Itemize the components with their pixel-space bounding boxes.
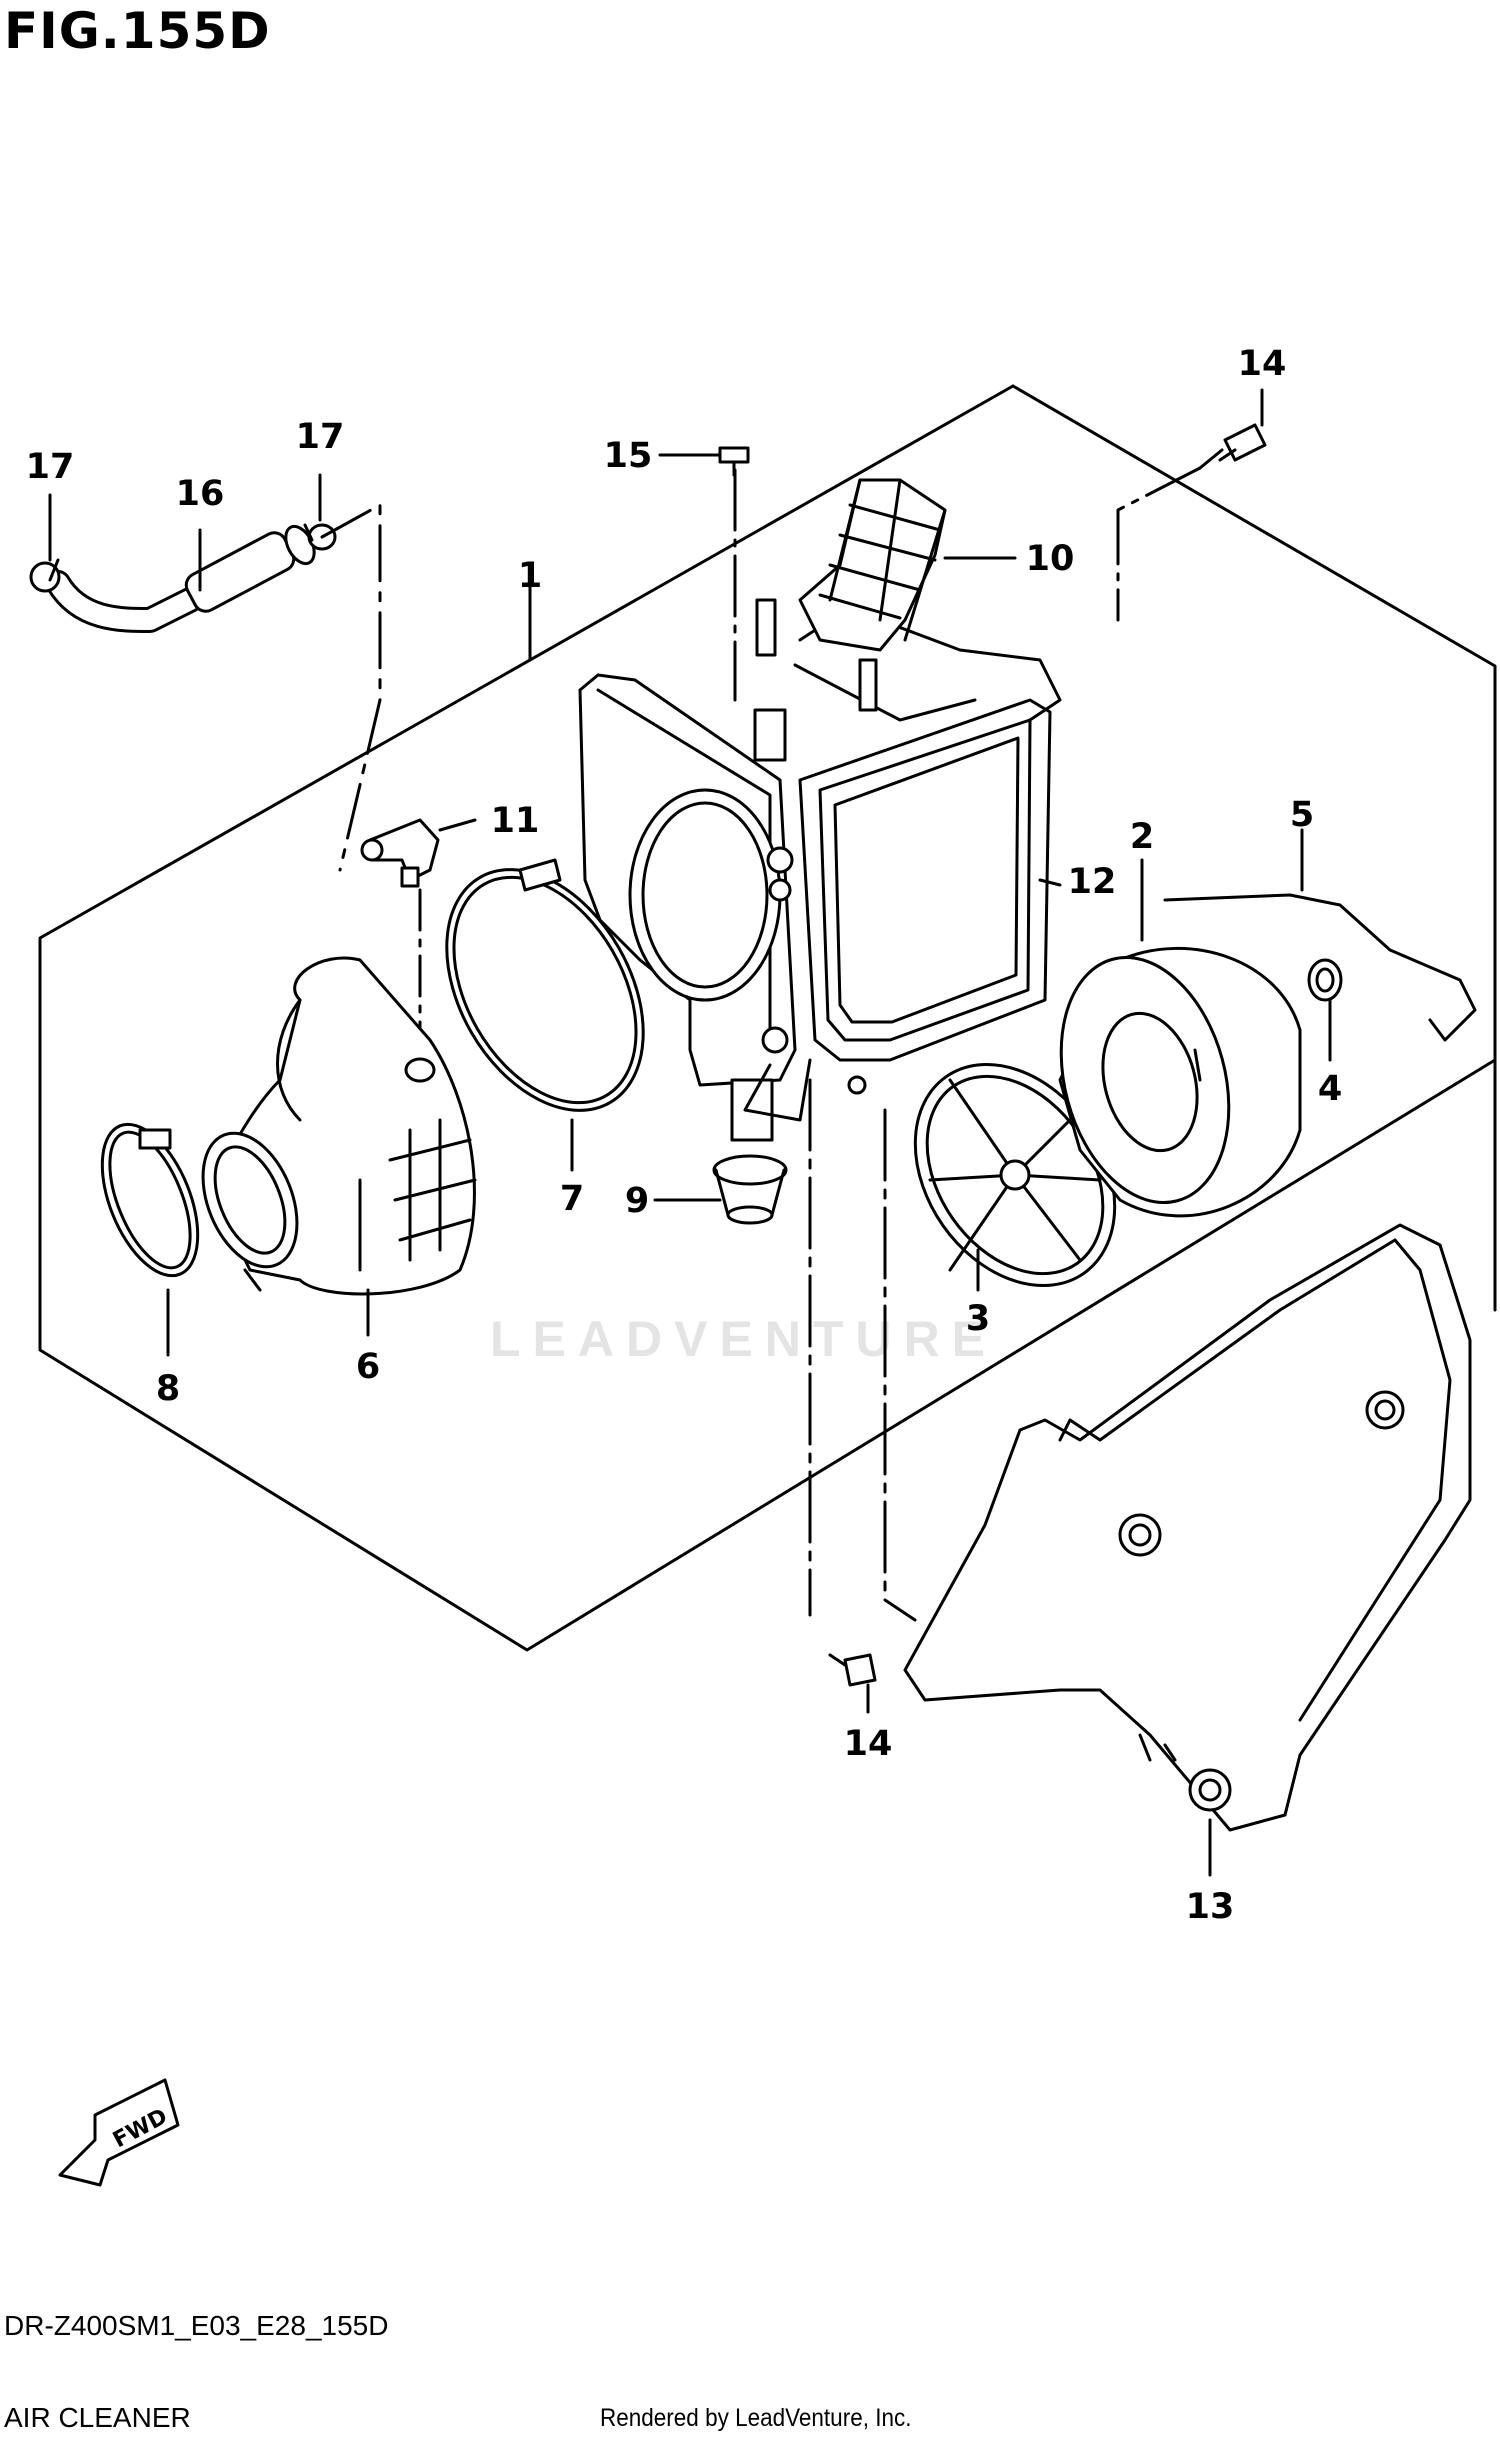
leader-lines (48, 388, 1332, 1877)
inlet-boot (201, 956, 477, 1296)
callout-17-right: 17 (296, 417, 345, 457)
callout-12: 12 (1068, 862, 1117, 902)
callout-11: 11 (491, 801, 540, 841)
callout-16: 16 (176, 474, 225, 514)
diagram-code: DR-Z400SM1_E03_E28_155D (4, 2310, 389, 2341)
callout-14-top: 14 (1238, 344, 1287, 384)
bolt-part (718, 423, 1267, 1687)
callout-5: 5 (1290, 795, 1314, 835)
figure-title: FIG.155D (4, 2, 271, 60)
callout-1: 1 (518, 556, 542, 596)
retaining-wire (1163, 893, 1477, 1042)
callout-9: 9 (625, 1181, 649, 1221)
connector-line (1198, 448, 1224, 470)
drain-grommet (712, 1154, 788, 1225)
callout-8: 8 (156, 1369, 180, 1409)
callout-7: 7 (560, 1179, 584, 1219)
side-cover (903, 1223, 1472, 1832)
callout-6: 6 (356, 1347, 380, 1387)
intake-duct (798, 478, 947, 652)
callout-2: 2 (1130, 817, 1154, 857)
washer (1307, 958, 1343, 1002)
callout-4: 4 (1318, 1069, 1342, 1109)
connector-line (320, 503, 382, 872)
section-name: AIR CLEANER (4, 2402, 191, 2433)
assembly-boundary (38, 384, 1497, 1652)
callout-10: 10 (1026, 539, 1075, 579)
callout-13: 13 (1186, 1887, 1235, 1927)
fwd-arrow (58, 2078, 180, 2187)
breather-hose (29, 523, 337, 633)
air-cleaner-box (578, 598, 1062, 1142)
callout-3: 3 (966, 1299, 990, 1339)
rendered-by-credit: Rendered by LeadVenture, Inc. (600, 2404, 912, 2432)
leadventure-watermark: LEADVENTURE (490, 1311, 998, 1367)
callout-17-left: 17 (26, 447, 75, 487)
seal-gasket (445, 858, 645, 1112)
filter-element (1058, 946, 1302, 1218)
hose-clamp (100, 1122, 200, 1278)
connector-line (883, 1108, 917, 1622)
elbow-fitting (360, 818, 440, 1052)
callout-14-bottom: 14 (844, 1724, 893, 1764)
callout-15: 15 (604, 436, 653, 476)
